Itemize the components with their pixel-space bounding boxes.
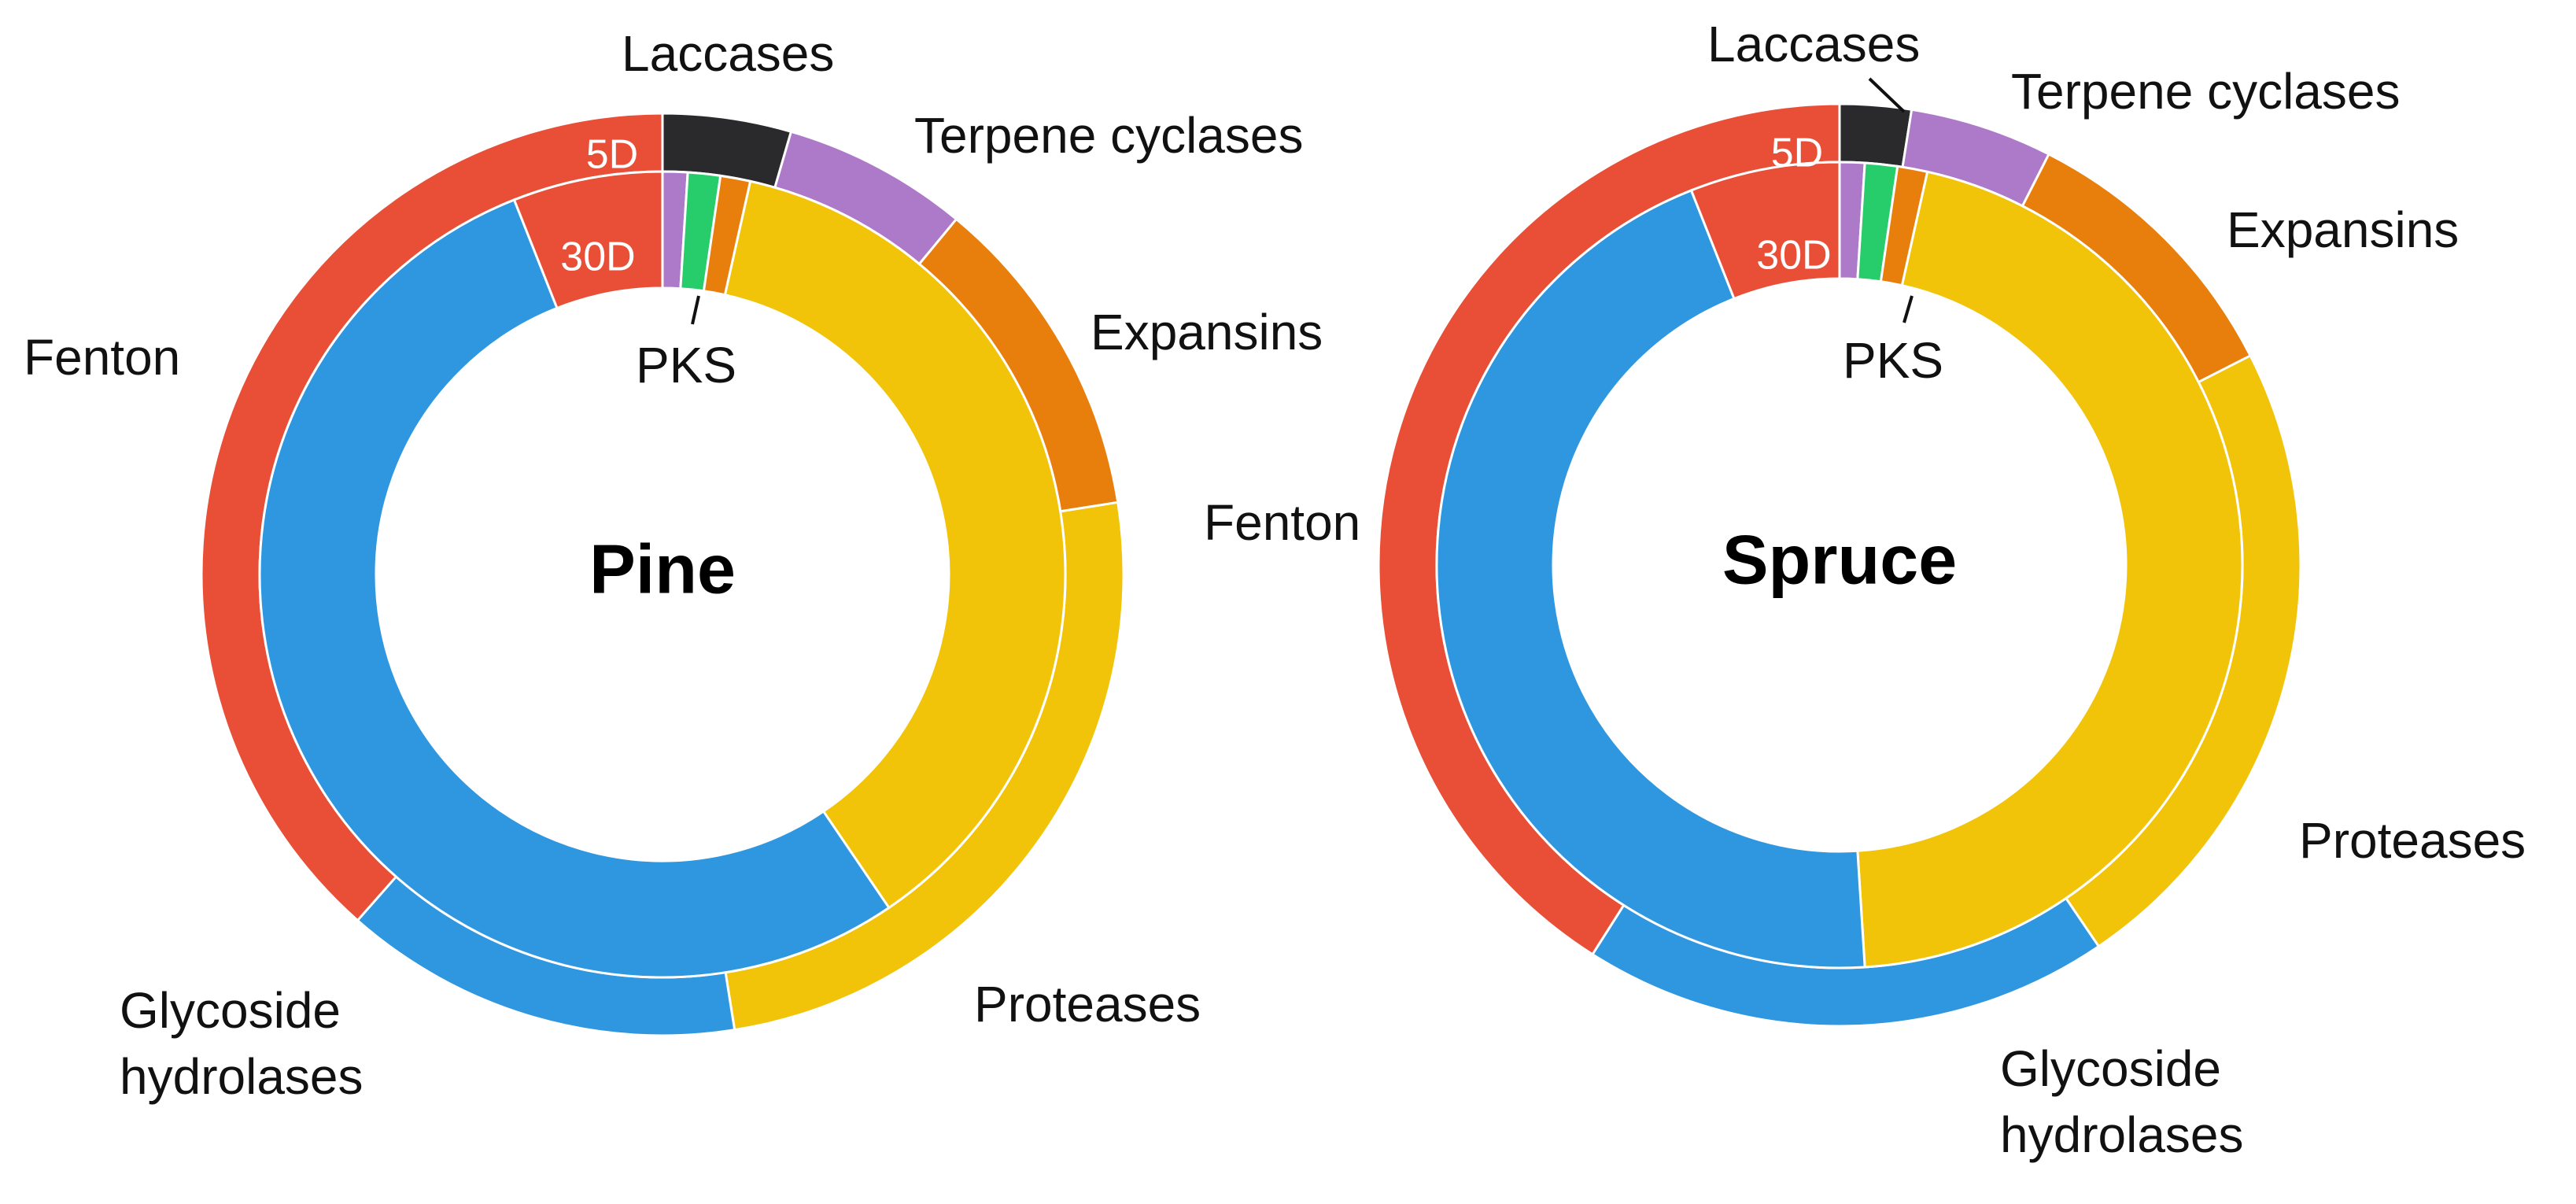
spruce-5d-segment-laccases bbox=[1838, 102, 1914, 169]
spruce-label-laccases: Laccases bbox=[1707, 16, 1920, 72]
spruce-30d-segment-fenton bbox=[1689, 161, 1841, 301]
spruce-center-title: Spruce bbox=[1722, 520, 1957, 598]
pine-label-glycoside-hydrolases-line2: hydrolases bbox=[120, 1048, 364, 1105]
spruce-30d-segment-glycoside-hydrolases bbox=[1435, 189, 1866, 969]
pine-ring-segments bbox=[200, 112, 1125, 1037]
spruce-label-glycoside-hydrolases-line2: hydrolases bbox=[2000, 1106, 2244, 1163]
pine-label-glycoside-hydrolases: Glycoside hydrolases bbox=[120, 982, 364, 1105]
pine-donut-chart: Pine 5D 30D Laccases Terpene cyclases Ex… bbox=[24, 25, 1323, 1105]
pine-label-pks: PKS bbox=[636, 337, 736, 393]
pine-outer-ring-label: 5D bbox=[586, 132, 638, 178]
spruce-inner-ring-label: 30D bbox=[1756, 233, 1831, 279]
spruce-ring-segments bbox=[1377, 102, 2302, 1028]
pine-label-laccases: Laccases bbox=[622, 25, 834, 82]
spruce-label-glycoside-hydrolases-line1: Glycoside bbox=[2000, 1040, 2221, 1097]
pine-30d-segment-glycoside-hydrolases bbox=[258, 198, 891, 979]
pine-label-expansins: Expansins bbox=[1091, 304, 1323, 360]
spruce-label-proteases: Proteases bbox=[2299, 812, 2526, 869]
spruce-donut-chart: Spruce 5D 30D Laccases Terpene cyclases … bbox=[1204, 16, 2526, 1163]
spruce-outer-ring-label: 5D bbox=[1771, 131, 1823, 176]
pine-label-glycoside-hydrolases-line1: Glycoside bbox=[120, 982, 341, 1039]
spruce-pks-leader-line bbox=[1902, 295, 1914, 323]
pine-inner-ring-label: 30D bbox=[560, 235, 635, 280]
spruce-laccases-leader-line bbox=[1868, 77, 1906, 113]
spruce-30d-segment-proteases bbox=[1856, 170, 2244, 969]
spruce-label-terpene-cyclases: Terpene cyclases bbox=[2011, 63, 2400, 120]
pine-pks-leader-line bbox=[691, 295, 700, 325]
pine-label-terpene-cyclases: Terpene cyclases bbox=[914, 107, 1303, 164]
spruce-label-expansins: Expansins bbox=[2227, 201, 2459, 258]
pine-30d-segment-fenton bbox=[512, 170, 664, 310]
pine-label-proteases: Proteases bbox=[974, 976, 1201, 1032]
pine-30d-segment-proteases bbox=[723, 179, 1067, 910]
spruce-label-glycoside-hydrolases: Glycoside hydrolases bbox=[2000, 1040, 2244, 1163]
spruce-label-fenton: Fenton bbox=[1204, 494, 1360, 551]
pine-label-fenton: Fenton bbox=[24, 329, 180, 386]
pine-center-title: Pine bbox=[589, 530, 736, 608]
spruce-label-pks: PKS bbox=[1843, 332, 1943, 389]
